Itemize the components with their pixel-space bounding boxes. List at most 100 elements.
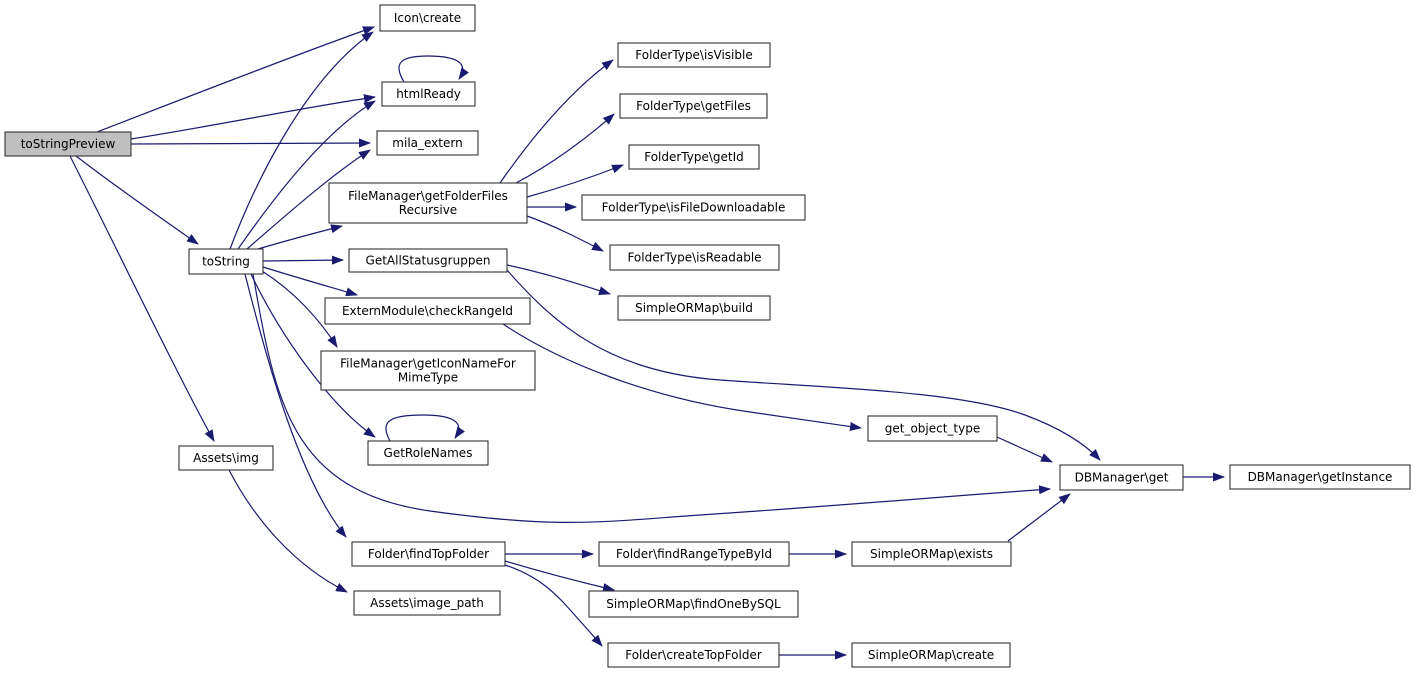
node-GetRoleNames[interactable]: GetRoleNames xyxy=(367,440,489,466)
node-box-getInstance[interactable] xyxy=(1229,464,1411,490)
node-isVisible[interactable]: FolderType\isVisible xyxy=(617,42,771,68)
edge-findTopFolder-to-createTopFolder xyxy=(504,564,603,647)
node-isFileDownloadable[interactable]: FolderType\isFileDownloadable xyxy=(581,194,806,221)
node-box-AssetsImg[interactable] xyxy=(178,445,274,471)
node-box-htmlReady[interactable] xyxy=(381,81,476,107)
node-label-htmlReady: htmlReady xyxy=(396,87,461,101)
node-box-findOneBySQL[interactable] xyxy=(588,590,799,618)
node-label-GetAllStatusgruppen: GetAllStatusgruppen xyxy=(366,254,491,268)
node-box-GetRoleNames[interactable] xyxy=(367,440,489,466)
node-isReadable[interactable]: FolderType\isReadable xyxy=(609,244,780,271)
edge-toString-to-DBget xyxy=(252,273,1051,524)
node-getObjectType[interactable]: get_object_type xyxy=(867,415,998,442)
node-IconCreate[interactable]: Icon\create xyxy=(379,4,476,32)
edge-htmlReady-to-htmlReady xyxy=(398,55,469,83)
node-label-getFolderFiles-line1: FileManager\getFolderFiles xyxy=(348,189,508,203)
node-imagePath[interactable]: Assets\image_path xyxy=(353,590,501,616)
node-label-getInstance: DBManager\getInstance xyxy=(1248,470,1393,484)
node-box-createTopFolder[interactable] xyxy=(607,642,780,668)
edge-toStringPreview-to-milaExtern xyxy=(130,138,371,148)
node-htmlReady[interactable]: htmlReady xyxy=(381,81,476,107)
node-label-GetRoleNames: GetRoleNames xyxy=(384,446,473,460)
edge-AssetsImg-to-imagePath xyxy=(228,469,348,593)
edge-checkRangeId-to-getObjectType xyxy=(502,323,862,431)
node-create[interactable]: SimpleORMap\create xyxy=(851,642,1011,668)
node-findTopFolder[interactable]: Folder\findTopFolder xyxy=(351,541,506,567)
node-box-getIconName[interactable] xyxy=(320,350,536,391)
node-label-isReadable: FolderType\isReadable xyxy=(627,251,761,265)
edge-getFolderFiles-to-isVisible xyxy=(499,59,614,184)
edge-toString-to-IconCreate xyxy=(229,31,374,250)
node-label-IconCreate: Icon\create xyxy=(394,11,461,25)
node-findRangeTypeById[interactable]: Folder\findRangeTypeById xyxy=(598,541,790,567)
edge-toString-to-findTopFolder xyxy=(244,273,347,538)
node-box-toString[interactable] xyxy=(188,248,264,275)
node-checkRangeId[interactable]: ExternModule\checkRangeId xyxy=(324,297,531,325)
edge-findTopFolder-to-findOneBySQL xyxy=(504,560,615,592)
node-label-getIconName-line1: FileManager\getIconNameFor xyxy=(340,357,516,371)
node-exists[interactable]: SimpleORMap\exists xyxy=(851,541,1012,567)
edge-GetAllStatusgruppen-to-build xyxy=(506,264,611,295)
node-box-exists[interactable] xyxy=(851,541,1012,567)
node-label-createTopFolder: Folder\createTopFolder xyxy=(625,648,762,662)
node-getInstance[interactable]: DBManager\getInstance xyxy=(1229,464,1411,490)
node-label-findTopFolder: Folder\findTopFolder xyxy=(368,547,489,561)
edge-toString-to-checkRangeId xyxy=(262,266,358,297)
node-box-GetAllStatusgruppen[interactable] xyxy=(348,248,508,273)
node-label-build: SimpleORMap\build xyxy=(635,301,753,315)
node-label-exists: SimpleORMap\exists xyxy=(870,547,993,561)
node-createTopFolder[interactable]: Folder\createTopFolder xyxy=(607,642,780,668)
node-label-AssetsImg: Assets\img xyxy=(193,451,259,465)
node-box-getId[interactable] xyxy=(628,144,760,170)
edge-getFolderFiles-to-getId xyxy=(526,164,624,198)
node-milaExtern[interactable]: mila_extern xyxy=(376,130,479,156)
node-box-getObjectType[interactable] xyxy=(867,415,998,442)
node-box-IconCreate[interactable] xyxy=(379,4,476,32)
node-label-DBget: DBManager\get xyxy=(1075,471,1169,485)
node-GetAllStatusgruppen[interactable]: GetAllStatusgruppen xyxy=(348,248,508,273)
node-label-getObjectType: get_object_type xyxy=(885,422,981,436)
node-AssetsImg[interactable]: Assets\img xyxy=(178,445,274,471)
node-box-isVisible[interactable] xyxy=(617,42,771,68)
node-label-imagePath: Assets\image_path xyxy=(370,596,484,610)
edge-layer xyxy=(69,26,1225,660)
node-toStringPreview[interactable]: toStringPreview xyxy=(4,131,132,157)
node-box-findRangeTypeById[interactable] xyxy=(598,541,790,567)
node-label-getFolderFiles-line2: Recursive xyxy=(399,203,457,217)
node-label-findOneBySQL: SimpleORMap\findOneBySQL xyxy=(606,597,781,611)
node-label-getIconName-line2: MimeType xyxy=(398,371,458,385)
node-box-DBget[interactable] xyxy=(1059,464,1184,491)
node-label-isVisible: FolderType\isVisible xyxy=(635,48,752,62)
node-build[interactable]: SimpleORMap\build xyxy=(617,295,771,321)
node-label-isFileDownloadable: FolderType\isFileDownloadable xyxy=(602,201,786,215)
edge-getFolderFiles-to-getFiles xyxy=(515,113,615,184)
node-box-checkRangeId[interactable] xyxy=(324,297,531,325)
node-getId[interactable]: FolderType\getId xyxy=(628,144,760,170)
edge-toString-to-getFolderFiles xyxy=(257,224,343,250)
node-getFiles[interactable]: FolderType\getFiles xyxy=(619,93,768,119)
node-label-milaExtern: mila_extern xyxy=(392,136,462,150)
edge-toString-to-htmlReady xyxy=(237,100,376,250)
node-box-milaExtern[interactable] xyxy=(376,130,479,156)
node-label-getFiles: FolderType\getFiles xyxy=(636,99,751,113)
node-box-isFileDownloadable[interactable] xyxy=(581,194,806,221)
edge-toStringPreview-to-htmlReady xyxy=(130,94,376,140)
node-box-create[interactable] xyxy=(851,642,1011,668)
edge-toString-to-GetAllStatusgruppen xyxy=(262,255,344,265)
node-label-toStringPreview: toStringPreview xyxy=(21,137,116,151)
node-label-create: SimpleORMap\create xyxy=(868,648,994,662)
node-box-getFolderFiles[interactable] xyxy=(328,182,528,224)
node-findOneBySQL[interactable]: SimpleORMap\findOneBySQL xyxy=(588,590,799,618)
node-DBget[interactable]: DBManager\get xyxy=(1059,464,1184,491)
node-box-build[interactable] xyxy=(617,295,771,321)
node-box-findTopFolder[interactable] xyxy=(351,541,506,567)
node-box-getFiles[interactable] xyxy=(619,93,768,119)
node-box-isReadable[interactable] xyxy=(609,244,780,271)
node-box-toStringPreview[interactable] xyxy=(4,131,132,157)
node-toString[interactable]: toString xyxy=(188,248,264,275)
node-box-imagePath[interactable] xyxy=(353,590,501,616)
node-label-getId: FolderType\getId xyxy=(644,150,744,164)
